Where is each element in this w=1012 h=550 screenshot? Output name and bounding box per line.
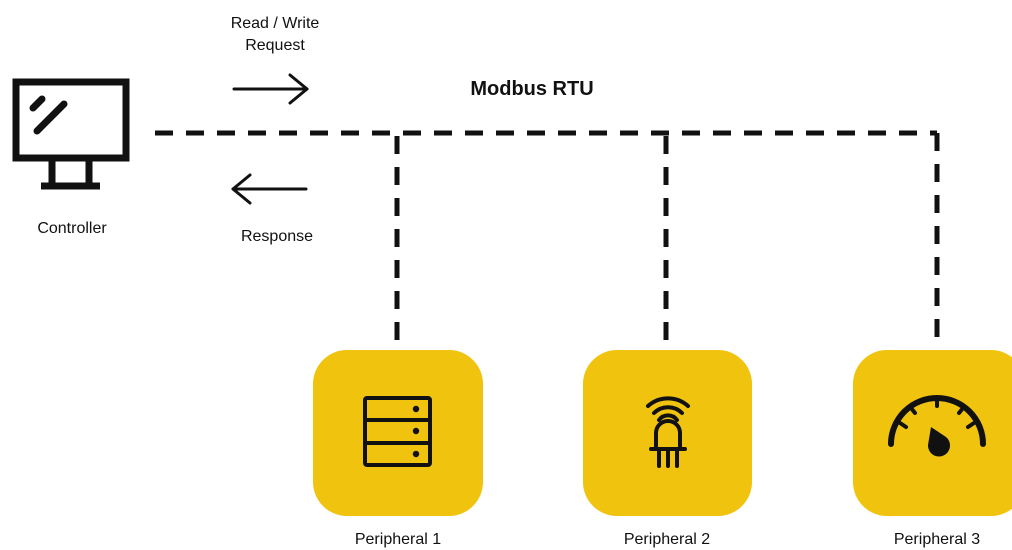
request-label-line2: Request xyxy=(245,37,305,54)
peripheral-label: Peripheral 1 xyxy=(355,531,441,548)
peripheral-tile xyxy=(583,350,752,516)
controller-label: Controller xyxy=(37,220,107,237)
modbus-bus xyxy=(155,130,940,348)
server-rack-icon xyxy=(363,396,432,467)
peripheral-3: Peripheral 3 xyxy=(853,350,1012,548)
peripheral-2: Peripheral 2 xyxy=(583,350,752,548)
diagram-title: Modbus RTU xyxy=(470,78,593,100)
request-arrow-icon xyxy=(232,73,309,105)
gauge-icon xyxy=(888,395,986,457)
peripheral-tile xyxy=(313,350,483,516)
monitor-icon xyxy=(12,78,130,190)
response-arrow-icon xyxy=(231,173,308,205)
wireless-sensor-icon xyxy=(646,396,690,468)
peripheral-label: Peripheral 3 xyxy=(894,531,980,548)
request-label-line1: Read / Write xyxy=(231,15,320,32)
peripheral-1: Peripheral 1 xyxy=(313,350,483,548)
response-label: Response xyxy=(241,228,313,245)
peripheral-label: Peripheral 2 xyxy=(624,531,710,548)
